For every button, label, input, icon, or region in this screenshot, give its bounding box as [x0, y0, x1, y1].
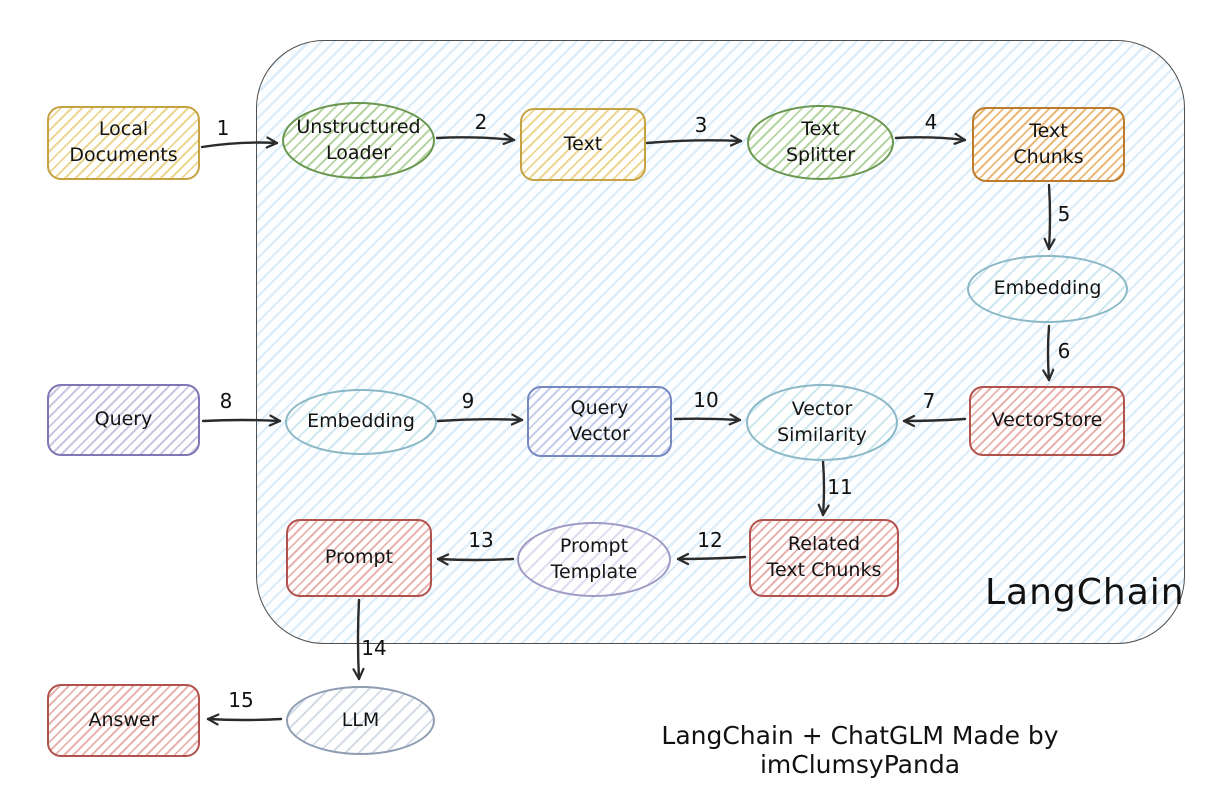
node-prompt: Prompt	[286, 519, 432, 597]
node-prompt-template: Prompt Template	[517, 522, 671, 597]
arrow-14	[358, 598, 359, 681]
node-label: Query	[94, 408, 153, 431]
arrow-15	[206, 719, 283, 720]
node-embedding-docs: Embedding	[967, 255, 1128, 323]
edge-number-13: 13	[468, 528, 494, 552]
node-label: Embedding	[307, 410, 415, 433]
node-label: VectorStore	[991, 409, 1103, 432]
edge-number-2: 2	[474, 110, 488, 134]
node-answer: Answer	[47, 684, 200, 757]
node-label: Unstructured Loader	[296, 115, 421, 164]
edge-number-6: 6	[1057, 339, 1071, 363]
edge-number-9: 9	[461, 389, 475, 413]
arrow-5	[1049, 183, 1050, 251]
node-query: Query	[47, 384, 200, 456]
node-vectorstore: VectorStore	[969, 386, 1125, 456]
edge-number-3: 3	[694, 113, 708, 137]
node-unstructured-loader: Unstructured Loader	[282, 102, 435, 179]
arrow-4	[894, 137, 967, 140]
edge-number-14: 14	[361, 636, 387, 660]
edge-number-5: 5	[1057, 202, 1071, 226]
node-related-text-chunks: Related Text Chunks	[749, 519, 899, 597]
arrow-6	[1048, 324, 1049, 382]
edge-number-12: 12	[697, 528, 723, 552]
node-embedding-query: Embedding	[285, 389, 437, 455]
node-text: Text	[520, 108, 646, 181]
arrow-10	[673, 419, 742, 420]
caption: LangChain + ChatGLM Made by imClumsyPand…	[661, 721, 1059, 779]
arrow-13	[436, 559, 515, 560]
node-llm: LLM	[286, 686, 435, 755]
node-label: Prompt	[324, 546, 394, 569]
node-local-documents: Local Documents	[47, 106, 200, 180]
node-label: Text	[563, 132, 603, 155]
node-text-chunks: Text Chunks	[972, 107, 1125, 182]
arrow-12	[676, 557, 747, 559]
node-text-splitter: Text Splitter	[747, 105, 894, 180]
edge-number-11: 11	[827, 475, 853, 499]
arrow-3	[645, 140, 743, 143]
node-label: Query Vector	[569, 396, 630, 445]
edge-number-8: 8	[219, 389, 233, 413]
edge-number-7: 7	[922, 389, 936, 413]
node-label: Prompt Template	[550, 534, 638, 583]
edge-number-1: 1	[216, 116, 230, 140]
node-label: Answer	[88, 708, 159, 731]
edge-number-15: 15	[228, 688, 254, 712]
node-label: Text Chunks	[1013, 119, 1084, 168]
node-label: LLM	[341, 708, 380, 731]
node-label: Local Documents	[69, 118, 178, 166]
arrow-11	[823, 459, 824, 517]
node-vector-similarity: Vector Similarity	[746, 384, 898, 461]
node-query-vector: Query Vector	[527, 386, 672, 457]
arrow-9	[436, 419, 524, 421]
container-title: LangChain	[985, 572, 1185, 613]
arrow-8	[201, 420, 282, 421]
node-label: Related Text Chunks	[766, 533, 882, 581]
edge-number-4: 4	[924, 110, 938, 134]
arrow-2	[435, 137, 516, 140]
arrow-1	[200, 143, 279, 148]
node-label: Embedding	[993, 277, 1102, 300]
node-label: Text Splitter	[785, 117, 856, 166]
arrow-7	[902, 419, 967, 421]
node-label: Vector Similarity	[777, 397, 867, 446]
edge-number-10: 10	[693, 388, 719, 412]
